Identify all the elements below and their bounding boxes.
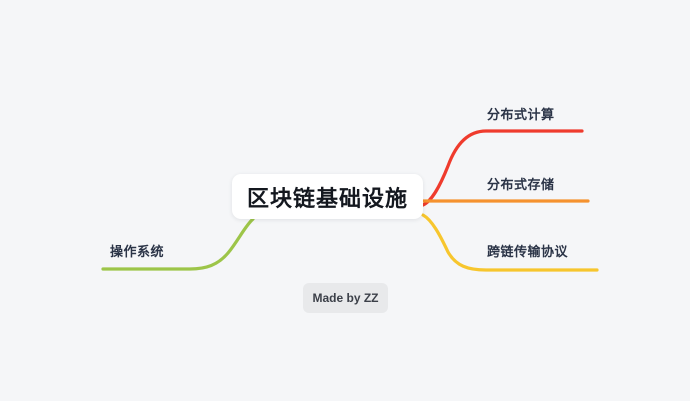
branch-label-distributed-storage[interactable]: 分布式存储	[487, 177, 555, 192]
central-node[interactable]: 区块链基础设施	[232, 174, 423, 219]
branch-label-distributed-computing[interactable]: 分布式计算	[487, 107, 555, 122]
branch-label-cross-chain-protocol[interactable]: 跨链传输协议	[487, 244, 569, 259]
made-by-badge-label: Made by ZZ	[312, 291, 379, 305]
branch-connector-distributed-computing	[421, 129, 584, 207]
made-by-badge: Made by ZZ	[303, 283, 388, 313]
central-node-label: 区块链基础设施	[246, 185, 408, 211]
branch-label-operating-system[interactable]: 操作系统	[110, 244, 165, 259]
